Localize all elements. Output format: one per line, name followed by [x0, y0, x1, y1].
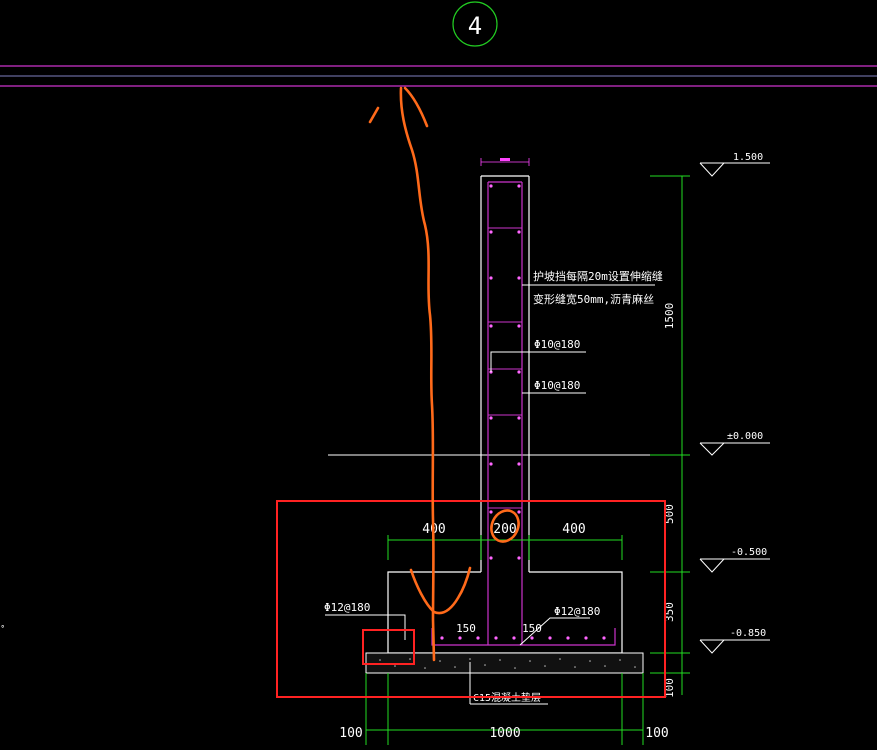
wall-stem	[480, 175, 530, 572]
elevation-top: 1.500	[733, 152, 763, 163]
dim-cover-left: 100	[339, 726, 362, 741]
dim-stem: 200	[493, 522, 516, 537]
elevation-footing-top: -0.500	[731, 547, 767, 558]
section-marker-label: 4	[468, 12, 482, 40]
edge-mark: ˚	[0, 625, 5, 636]
hook-dim-labels: 150 150	[456, 622, 542, 635]
markup-freehand	[368, 86, 520, 662]
elevation-markers	[699, 162, 770, 654]
rebar-label-stem-vertical: Φ10@180	[534, 338, 580, 351]
dim-embed-height: 500	[663, 504, 676, 524]
elevation-labels: 1.500 ±0.000 -0.500 -0.850	[727, 152, 767, 639]
dim-hook-right: 150	[522, 622, 542, 635]
dim-cover-right: 100	[645, 726, 668, 741]
horizontal-dimension-lines	[365, 535, 644, 745]
stem-rebar	[487, 181, 523, 645]
dim-footing-height: 350	[663, 602, 676, 622]
dim-base-width: 1000	[489, 726, 520, 741]
stem-top-dim-text	[500, 158, 510, 161]
horizontal-dim-labels: 400 200 400 100 1000 100	[339, 522, 668, 741]
dim-toe: 400	[562, 522, 585, 537]
elevation-ground: ±0.000	[727, 431, 763, 442]
markup-box-large	[276, 500, 666, 698]
stem-top-dim	[480, 158, 530, 166]
section-marker-circle	[452, 1, 498, 47]
note-line-2: 变形缝宽50mm,沥青麻丝	[533, 292, 654, 306]
note-line-1: 护坡挡每隔20m设置伸缩缝	[533, 269, 663, 283]
bedding-hatch	[379, 658, 636, 669]
markup-box-small	[362, 629, 415, 665]
stem-rebar-dots	[440, 184, 606, 640]
vertical-dimension-line	[650, 175, 690, 695]
stem-rebar-ties	[488, 227, 522, 509]
dim-hook-left: 150	[456, 622, 476, 635]
elevation-footing-bottom: -0.850	[730, 628, 766, 639]
dim-base-height: 100	[663, 678, 676, 698]
footing-rebar	[431, 628, 616, 646]
vertical-dim-labels: 1500 500 350 100	[663, 303, 676, 698]
rebar-label-stem-horizontal: Φ10@180	[534, 379, 580, 392]
rebar-label-footing-left: Φ12@180	[324, 601, 370, 614]
dim-stem-height: 1500	[663, 303, 676, 330]
rebar-label-footing-right: Φ12@180	[554, 605, 600, 618]
rebar-leaders	[325, 351, 590, 646]
